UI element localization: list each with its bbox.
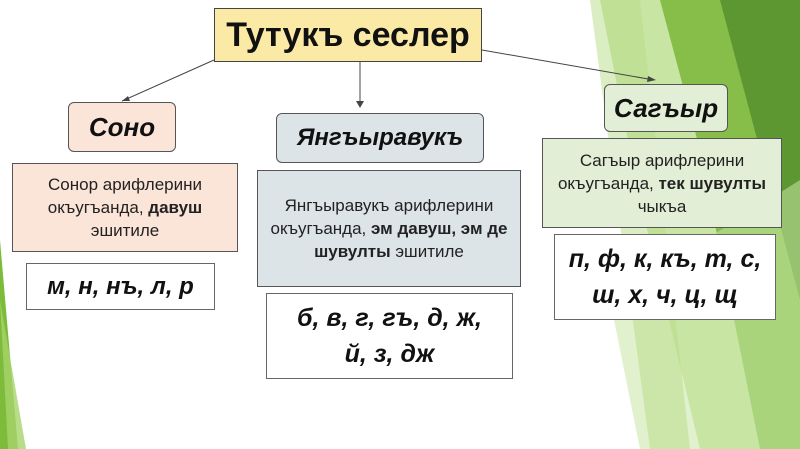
diagram-title: Тутукъ сеслер xyxy=(214,8,482,62)
description-sono: Сонор арифлерини окъугъанда, давуш эшити… xyxy=(12,163,238,252)
arrowhead-sono xyxy=(122,96,130,101)
desc-sag-bold: тек шувулты xyxy=(658,174,766,193)
letters-sagyr: п, ф, к, къ, т, с, ш, х, ч, ц, щ xyxy=(554,234,776,320)
heading-sono: Соно xyxy=(68,102,176,152)
arrow-to-sono xyxy=(122,60,214,101)
letters-sag-line1: п, ф, к, къ, т, с, xyxy=(569,241,762,277)
desc-sono-bold: давуш xyxy=(148,198,202,217)
letters-yangyravuk: б, в, г, гъ, д, ж, й, з, дж xyxy=(266,293,513,379)
description-sagyr: Сагъыр арифлерини окъугъанда, тек шувулт… xyxy=(542,138,782,228)
desc-yang-text2: эшитиле xyxy=(391,242,464,261)
letters-sono: м, н, нъ, л, р xyxy=(26,263,215,310)
letters-yang-line2: й, з, дж xyxy=(297,336,482,372)
letters-sag-line2: ш, х, ч, ц, щ xyxy=(569,277,762,313)
heading-sagyr: Сагъыр xyxy=(604,84,728,132)
description-yangyravuk: Янгъыравукъ арифлерини окъугъанда, эм да… xyxy=(257,170,521,287)
letters-yang-line1: б, в, г, гъ, д, ж, xyxy=(297,300,482,336)
desc-sag-text2: чыкъа xyxy=(638,197,687,216)
arrowhead-yang xyxy=(356,101,364,108)
heading-yangyravuk: Янгъыравукъ xyxy=(276,113,484,163)
desc-sono-text2: эшитиле xyxy=(91,221,159,240)
